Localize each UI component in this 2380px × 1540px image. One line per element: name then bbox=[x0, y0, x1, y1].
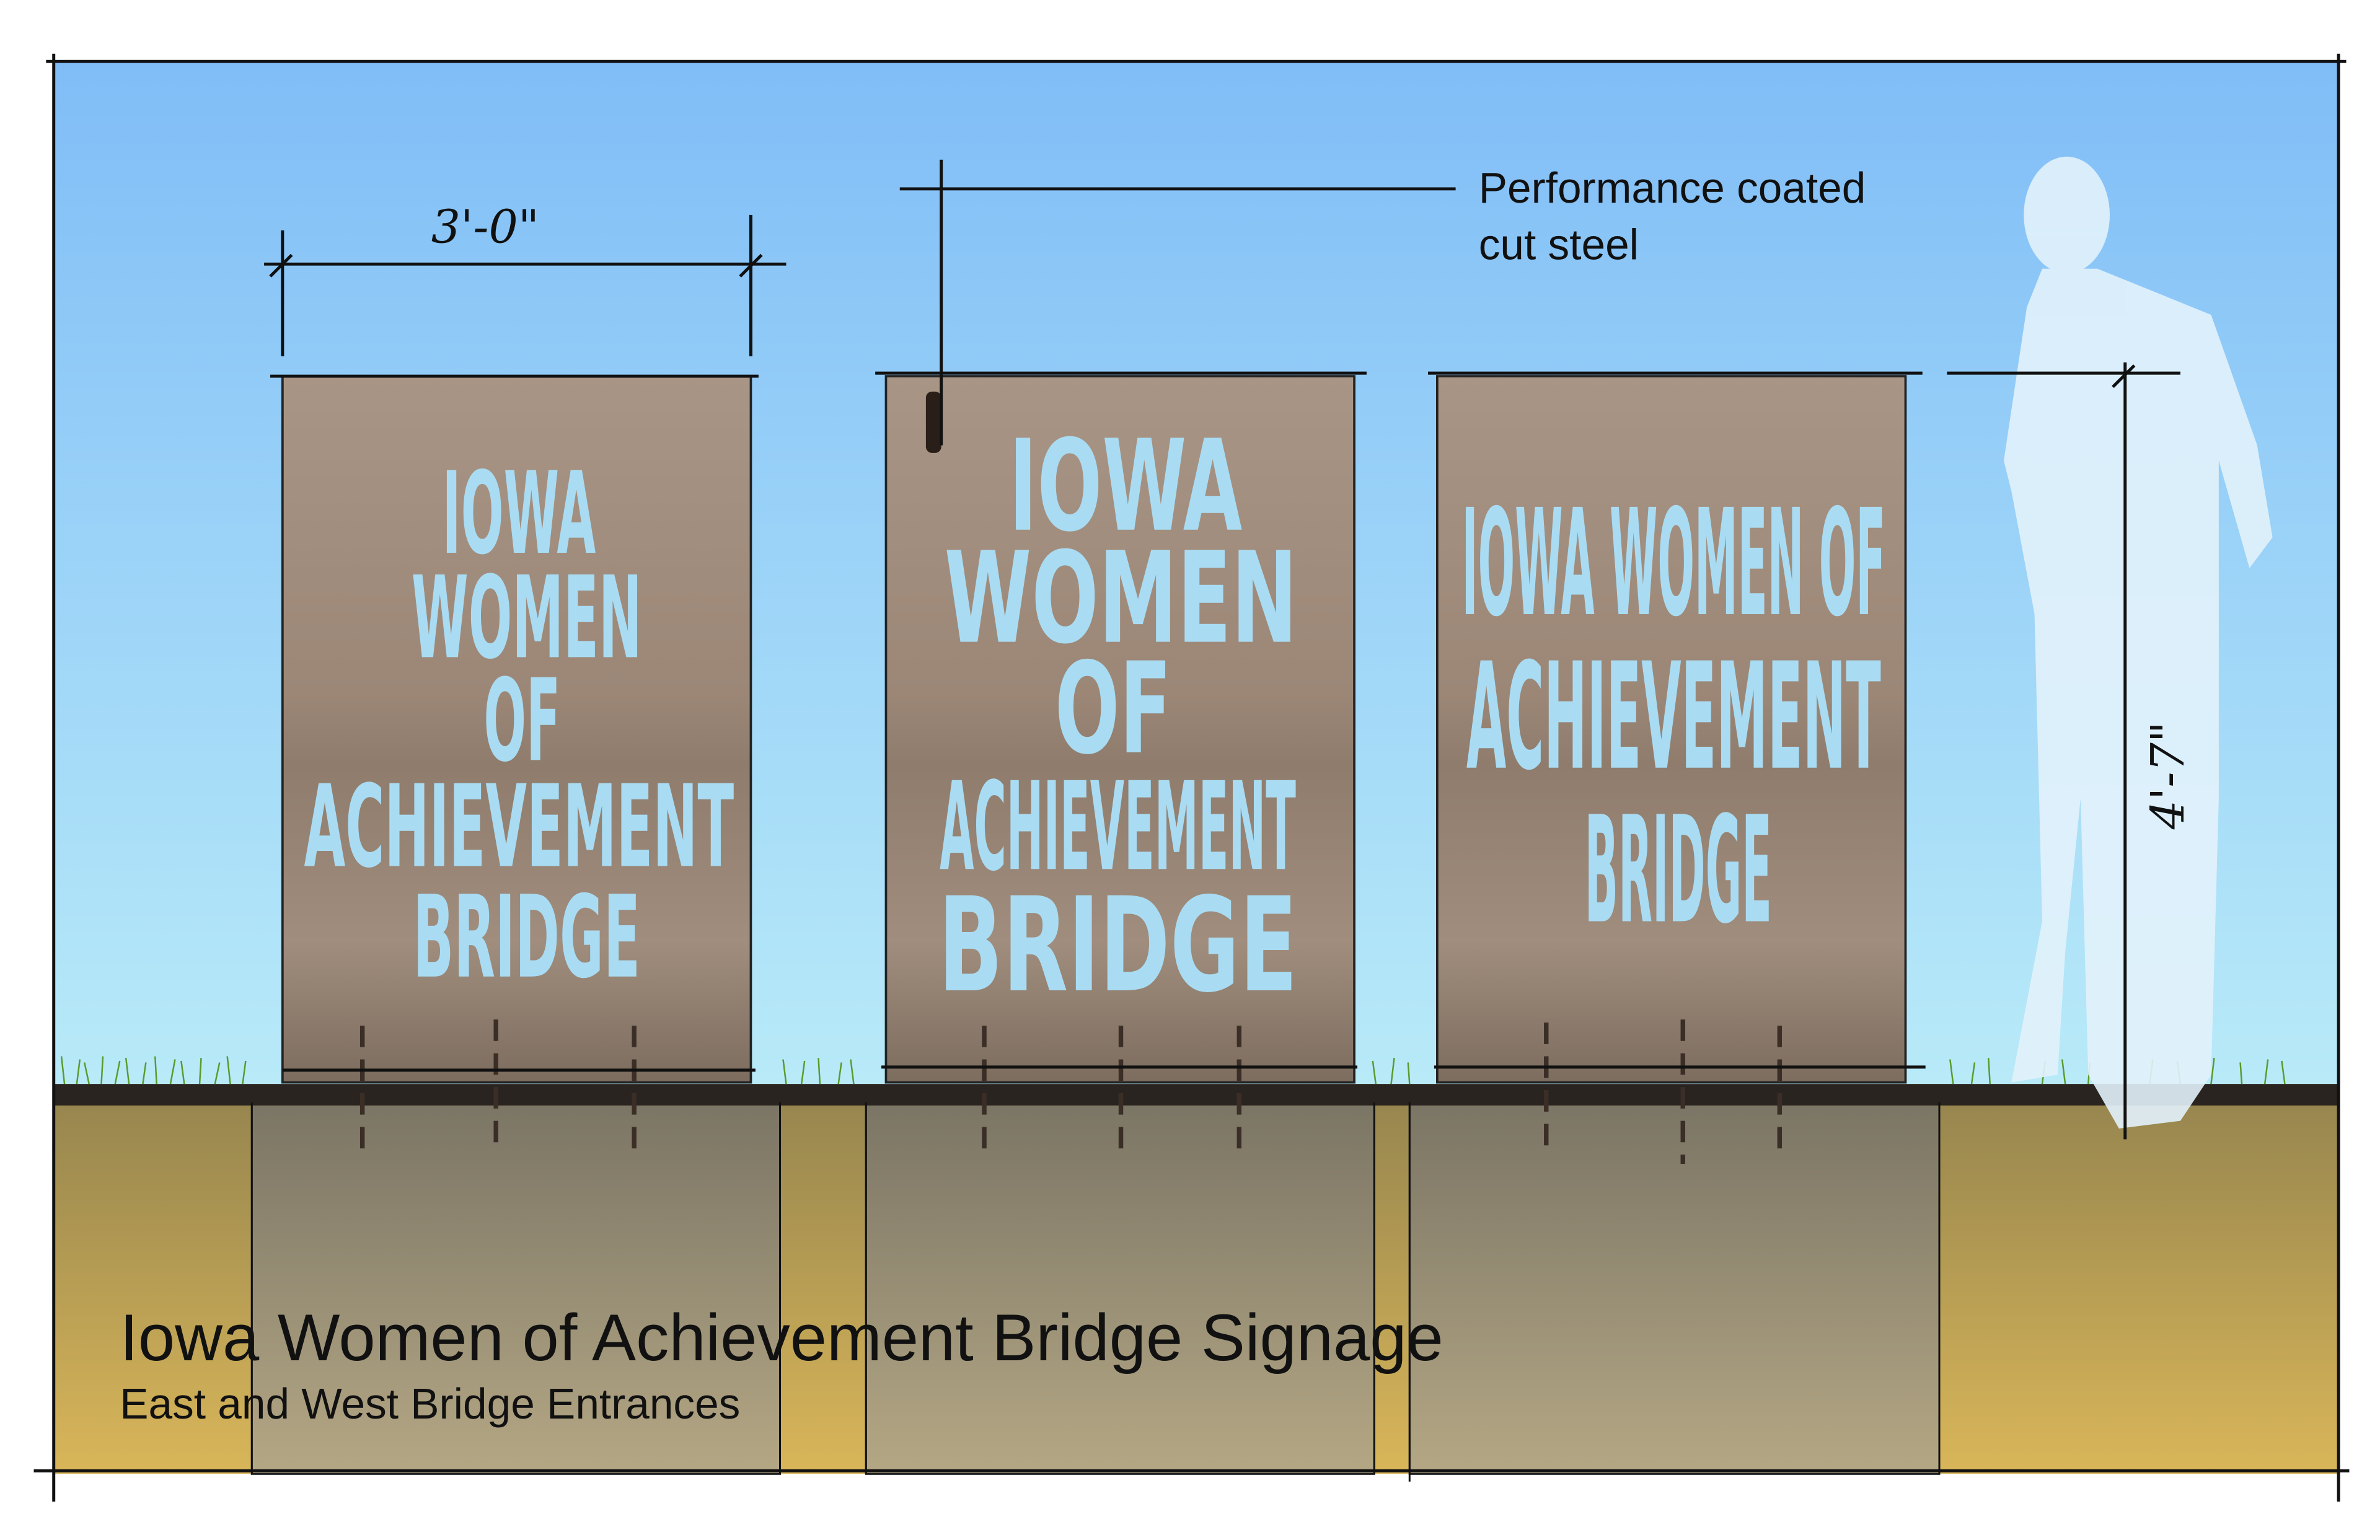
anchor-posts bbox=[359, 1019, 1783, 1164]
drawing-lines bbox=[33, 53, 2350, 1502]
sign-2-line-2: WOMEN bbox=[945, 525, 1298, 672]
sign-1-line-1: IOWA bbox=[442, 448, 596, 580]
callout-line-1: Performance coated bbox=[1479, 164, 1866, 212]
mount-bracket bbox=[925, 391, 941, 453]
sign-3-line-2: ACHIEVEMENT bbox=[1466, 631, 1881, 803]
sign-2-line-4: ACHIEVEMENT bbox=[940, 756, 1296, 898]
sign-2-line-3: OF bbox=[1055, 635, 1171, 782]
grass bbox=[60, 1056, 2286, 1085]
drawing-subtitle: East and West Bridge Entrances bbox=[120, 1379, 740, 1428]
height-dimension: 4'-7" bbox=[2141, 721, 2195, 830]
sign-1-line-3: OF bbox=[483, 656, 560, 787]
ground-line bbox=[53, 1084, 2339, 1106]
width-dimension: 3'-0" bbox=[431, 200, 539, 254]
sign-2-line-1: IOWA bbox=[1009, 413, 1243, 560]
callout-line-2: cut steel bbox=[1479, 221, 1639, 269]
foundations bbox=[250, 1101, 1941, 1475]
drawing-title: Iowa Women of Achievement Bridge Signage bbox=[120, 1301, 1443, 1375]
sign-3: IOWA WOMEN OF ACHIEVEMENT BRIDGE bbox=[1436, 375, 1907, 1084]
person-silhouette bbox=[2004, 156, 2273, 1129]
sign-1-line-2: WOMEN bbox=[412, 552, 642, 684]
sign-3-line-3: BRIDGE bbox=[1585, 785, 1772, 956]
sign-1: IOWA WOMEN OF ACHIEVEMENT BRIDGE bbox=[281, 375, 752, 1084]
sign-1-line-4: ACHIEVEMENT bbox=[304, 760, 734, 893]
sign-1-line-5: BRIDGE bbox=[413, 871, 640, 1004]
sign-2-line-5: BRIDGE bbox=[938, 869, 1298, 1021]
sign-2: IOWA WOMEN OF ACHIEVEMENT BRIDGE bbox=[884, 375, 1355, 1084]
sign-3-line-1: IOWA WOMEN OF bbox=[1462, 478, 1886, 649]
